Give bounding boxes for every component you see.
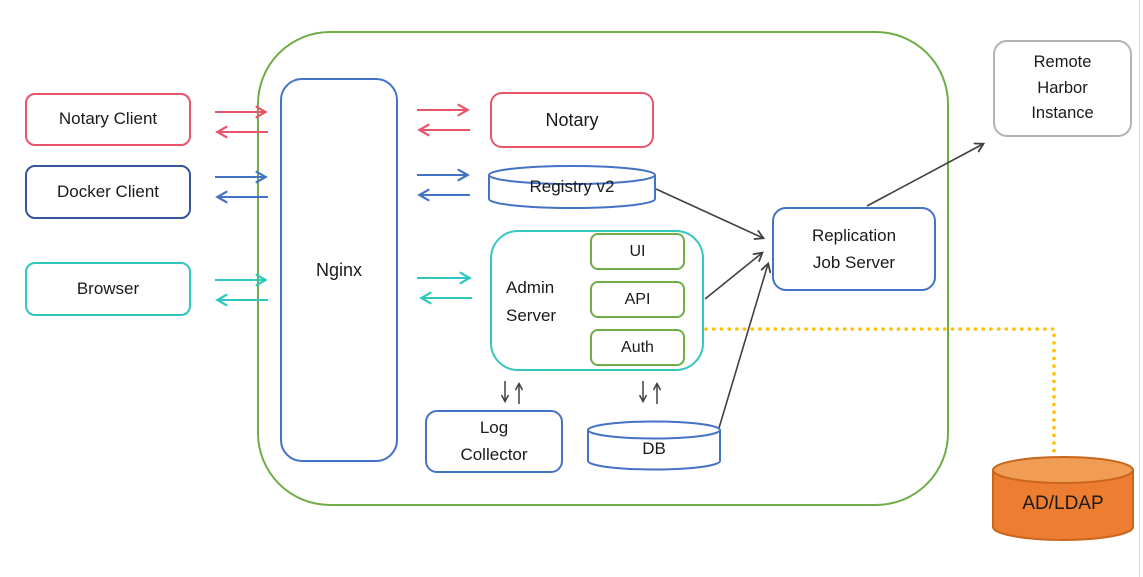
edge-nginx-registry (417, 168, 470, 202)
node-ui: UI (590, 233, 685, 270)
adldap-cylinder (992, 456, 1134, 541)
edge-notary-client-nginx (215, 105, 268, 139)
node-notary: Notary (490, 92, 654, 148)
edge-nginx-admin (417, 271, 472, 305)
edge-db-replication (718, 261, 772, 429)
node-auth: Auth (590, 329, 685, 366)
edge-admin-adldap-dotted (704, 327, 1063, 470)
node-nginx: Nginx (280, 78, 398, 462)
edge-nginx-notary (417, 103, 470, 137)
admin-server-label: Admin Server (506, 278, 557, 325)
db-cylinder (587, 420, 721, 471)
node-remote-harbor-instance: Remote Harbor Instance (993, 40, 1132, 137)
edge-admin-replication (704, 251, 764, 300)
node-api: API (590, 281, 685, 318)
registry-cylinder (488, 165, 656, 209)
edge-replication-remote-harbor (866, 142, 986, 207)
harbor-boundary (257, 31, 949, 506)
node-db-label: DB (642, 439, 666, 458)
node-docker-client: Docker Client (25, 165, 191, 219)
edge-admin-log-collector (501, 381, 523, 404)
page-edge-divider (1139, 0, 1140, 577)
node-registry-v2-label: Registry v2 (529, 177, 615, 196)
edge-admin-db (639, 381, 661, 404)
node-replication-job-server: Replication Job Server (772, 207, 936, 291)
node-browser: Browser (25, 262, 191, 316)
node-log-collector: Log Collector (425, 410, 563, 473)
edge-docker-client-nginx (215, 170, 268, 204)
edge-browser-nginx (215, 273, 268, 307)
node-notary-client: Notary Client (25, 93, 191, 146)
node-ad-ldap-label: AD/LDAP (1022, 493, 1104, 514)
edge-registry-replication (655, 188, 766, 240)
